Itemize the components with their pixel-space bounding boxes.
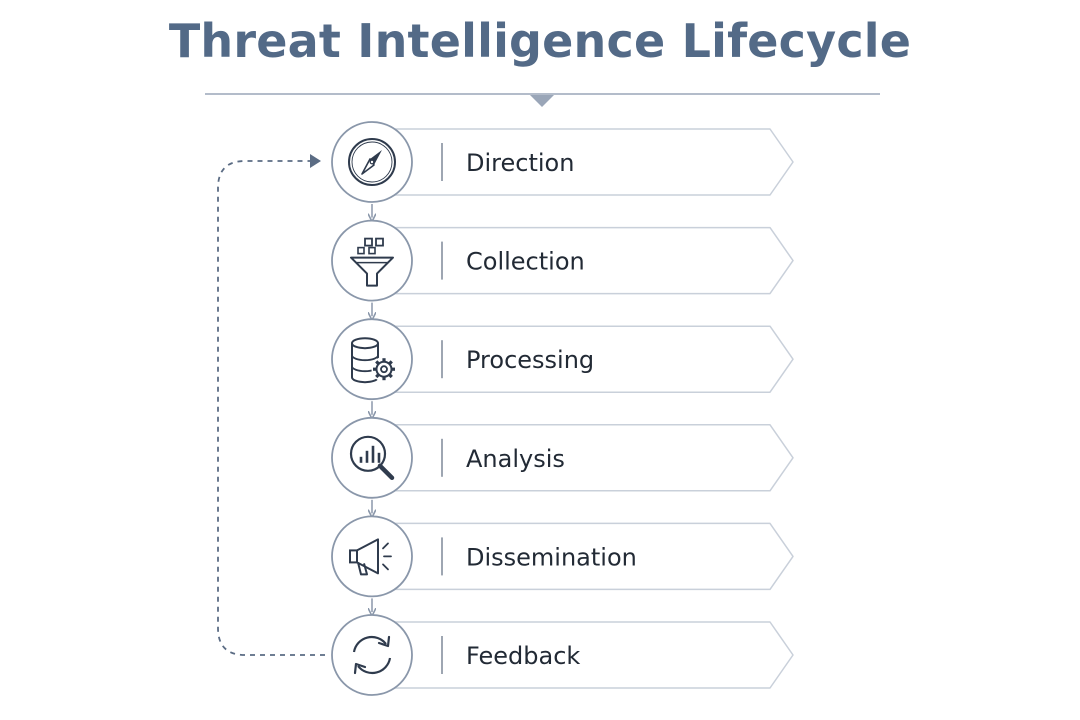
step-label: Dissemination xyxy=(466,543,637,571)
step-label: Feedback xyxy=(466,642,580,670)
lifecycle-step-direction: Direction xyxy=(331,121,794,218)
title-underline xyxy=(205,93,880,107)
steps-layer: DirectionCollectionProcessingAnalysisDis… xyxy=(331,121,794,696)
step-panel xyxy=(395,226,794,295)
lifecycle-step-analysis: Analysis xyxy=(331,416,794,514)
step-circle xyxy=(331,515,413,598)
step-panel xyxy=(395,325,794,393)
lifecycle-step-feedback: Feedback xyxy=(331,614,794,696)
compass-icon xyxy=(348,138,396,186)
step-label: Analysis xyxy=(466,445,565,473)
step-circle xyxy=(331,219,413,302)
feedback-loop-arrow xyxy=(217,154,325,656)
step-panel xyxy=(395,522,794,591)
funnel-icon xyxy=(350,237,394,287)
magnifier-chart-icon xyxy=(349,435,395,481)
loop-arrowhead xyxy=(310,154,321,168)
lifecycle-step-processing: Processing xyxy=(331,318,794,415)
step-panel xyxy=(395,621,794,689)
step-label: Collection xyxy=(466,248,585,276)
step-circle xyxy=(331,614,413,696)
lifecycle-step-collection: Collection xyxy=(331,219,794,317)
step-label: Processing xyxy=(466,346,594,374)
megaphone-icon xyxy=(349,538,392,576)
step-panel xyxy=(395,424,794,492)
step-panel xyxy=(395,128,794,196)
page-title: Threat Intelligence Lifecycle xyxy=(168,14,912,68)
step-label: Direction xyxy=(466,149,574,177)
database-gear-icon xyxy=(351,337,397,384)
refresh-cycle-icon xyxy=(352,635,392,675)
lifecycle-step-dissemination: Dissemination xyxy=(331,515,794,612)
